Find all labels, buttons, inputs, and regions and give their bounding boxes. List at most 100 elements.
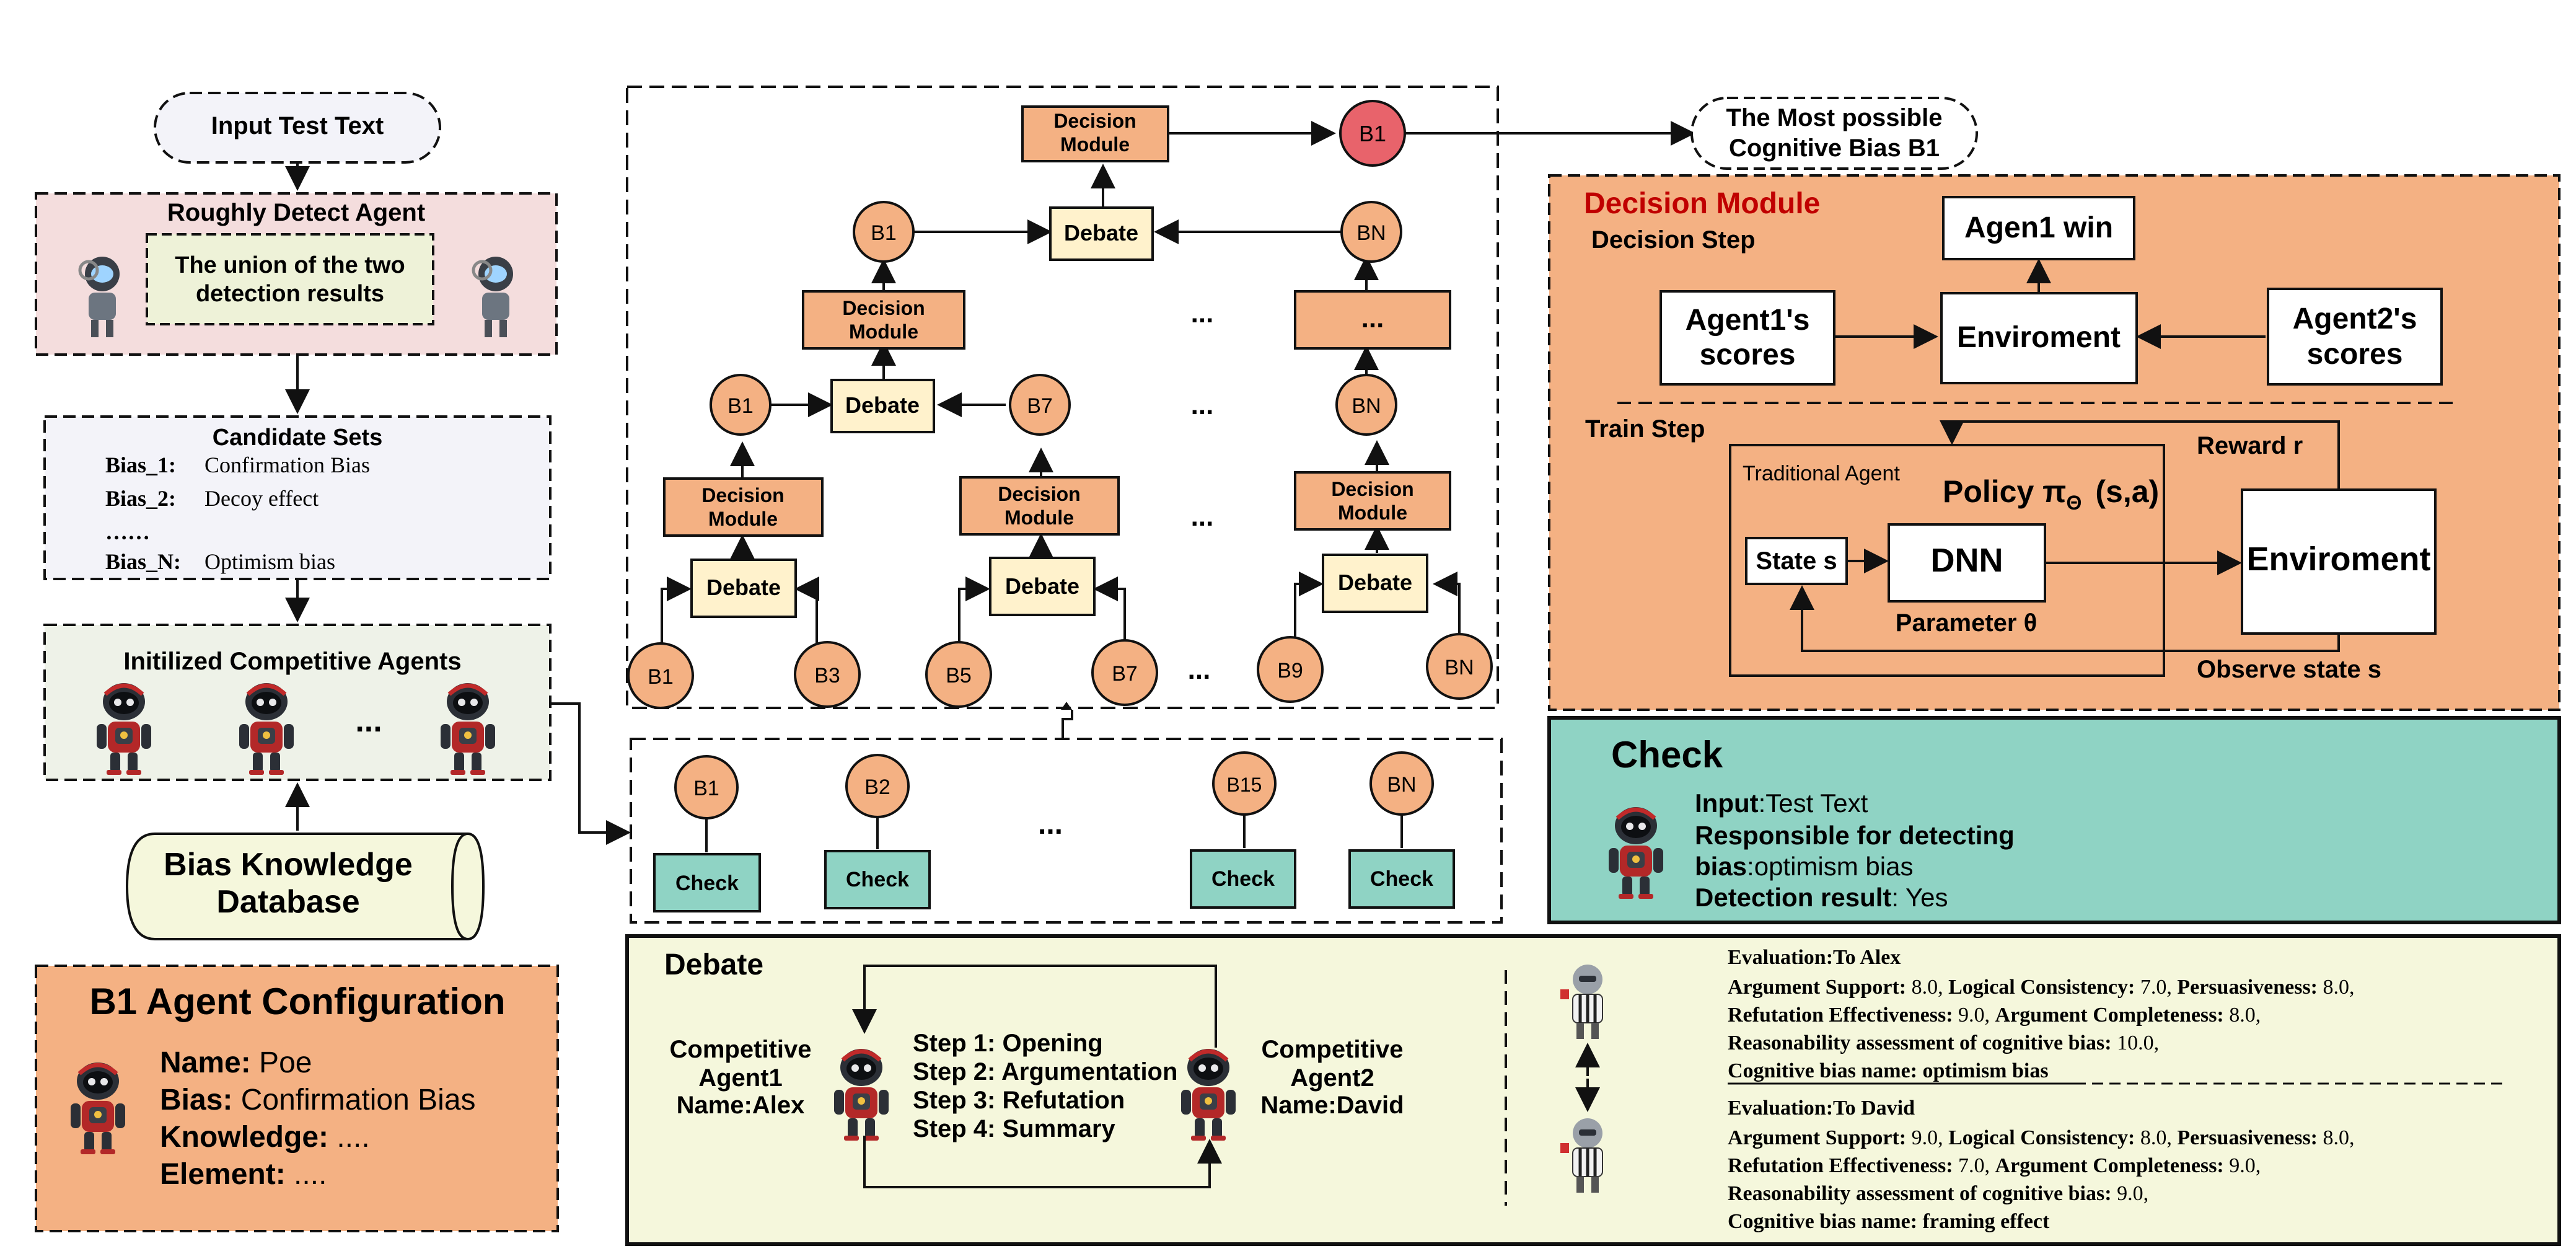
check-responsible-line: Responsible for detecting (1695, 821, 2015, 850)
leaf-b1: B1 (627, 642, 694, 709)
svg-text:Check: Check (675, 872, 739, 895)
check-input-line: Input:Test Text (1695, 789, 1868, 818)
debate-box-l0-3: Debate (1322, 554, 1428, 613)
eval2-line4: Cognitive bias name: framing effect (1728, 1210, 2050, 1233)
node-l3-bn: BN (1340, 201, 1402, 263)
policy-label: Policy πΘ(s,a) (1943, 474, 2159, 514)
traditional-agent-label: Traditional Agent (1743, 462, 1900, 485)
check-bias-line: bias:optimism bias (1695, 852, 1913, 881)
most-possible-bias-box: The Most possible Cognitive Bias B1 (1690, 97, 1978, 170)
svg-text:B3: B3 (814, 664, 840, 687)
tree-ellipsis-row2: ... (1191, 390, 1214, 420)
agent1-label-line2: Agent1 (698, 1064, 783, 1092)
debate-box-l2: Debate (830, 379, 935, 433)
agent1-scores-line1: Agent1's (1686, 304, 1810, 337)
svg-text:Module: Module (1060, 133, 1130, 156)
candidate-value-2: Decoy effect (204, 486, 319, 511)
svg-text:B1: B1 (728, 394, 754, 418)
check-node-b15: B15 Check (1190, 751, 1296, 909)
decision-module-l2-left: Decision Module (802, 290, 965, 350)
agents-ellipsis: ... (355, 703, 382, 739)
eval1-line3: Reasonability assessment of cognitive bi… (1728, 1031, 2159, 1054)
agent1-label-line3: Name:Alex (677, 1092, 805, 1119)
dnn-label: DNN (1931, 542, 2003, 579)
decision-module-title: Decision Module (1584, 187, 1820, 220)
candidate-sets-box: Candidate Sets Bias_1: Confirmation Bias… (43, 415, 552, 580)
agent2-label-line3: Name:David (1260, 1092, 1404, 1119)
knowledge-db-line1: Bias Knowledge (164, 847, 413, 883)
agent2-label-line2: Agent2 (1290, 1064, 1374, 1092)
knowledge-db-line2: Database (216, 884, 359, 920)
eval2-header: Evaluation:To David (1728, 1097, 1915, 1120)
svg-text:B1: B1 (1359, 121, 1386, 146)
decision-module-l2-right-collapsed: ... (1294, 290, 1451, 350)
leaf-bn: BN (1426, 633, 1493, 700)
tree-ellipsis-row1: ... (1191, 298, 1214, 329)
check-result-line: Detection result: Yes (1695, 883, 1948, 912)
svg-text:BN: BN (1356, 221, 1386, 245)
check-panel: Check Input:Test Text Responsible for de… (1547, 716, 2561, 924)
node-l2-bn: BN (1335, 374, 1397, 436)
tree-ellipsis-leaves: ... (1188, 655, 1211, 685)
candidate-key-2: Bias_2: (105, 486, 176, 511)
eval1-header: Evaluation:To Alex (1728, 946, 1901, 969)
reward-r-label: Reward r (2197, 432, 2303, 459)
decision-module-l1-3: Decision Module (1294, 471, 1451, 531)
agent2-label-line1: Competitive (1262, 1036, 1404, 1063)
svg-text:Decision: Decision (1331, 478, 1413, 500)
top-decision-module: Decision Module (1021, 105, 1169, 162)
top-result-node-b1: B1 (1339, 100, 1406, 167)
svg-text:BN: BN (1444, 656, 1474, 679)
competitive-agents-title: Initilized Competitive Agents (123, 648, 461, 675)
enviroment-label-top: Enviroment (1957, 321, 2121, 354)
b1-config-title: B1 Agent Configuration (89, 981, 505, 1022)
check-panel-title: Check (1611, 734, 1723, 775)
decision-module-l1-2: Decision Module (959, 476, 1120, 536)
tree-connectors (661, 121, 1695, 645)
debate-box-top: Debate (1049, 206, 1154, 261)
svg-text:Debate: Debate (1338, 570, 1412, 595)
svg-text:B1: B1 (648, 665, 674, 689)
check-node-b2: B2 Check (824, 754, 931, 909)
union-text-line1: The union of the two (175, 252, 405, 278)
svg-text:Debate: Debate (1005, 573, 1079, 599)
candidate-value-1: Confirmation Bias (204, 453, 370, 477)
input-test-text-label: Input Test Text (211, 112, 384, 139)
svg-text:B15: B15 (1227, 774, 1262, 796)
svg-text:Debate: Debate (1064, 220, 1138, 245)
b1-config-row-bias: Bias: Confirmation Bias (160, 1084, 476, 1116)
check-to-tree-connector (1062, 710, 1073, 739)
svg-text:Check: Check (1370, 867, 1433, 891)
parameter-theta-label: Parameter θ (1896, 609, 2037, 637)
agent1-label-line1: Competitive (670, 1036, 812, 1063)
debate-box-l0-2: Debate (989, 557, 1096, 616)
agent2-scores-line1: Agent2's (2293, 303, 2417, 335)
debate-panel-title: Debate (664, 948, 763, 981)
debate-step-4: Step 4: Summary (913, 1115, 1116, 1142)
svg-text:B5: B5 (946, 664, 972, 687)
svg-text:BN: BN (1352, 394, 1381, 418)
svg-text:B7: B7 (1027, 394, 1053, 418)
svg-text:BN: BN (1387, 773, 1416, 797)
svg-text:Debate: Debate (845, 392, 920, 418)
winner-label: Agen1 win (1964, 211, 2113, 244)
svg-text:B1: B1 (693, 777, 719, 800)
svg-text:Check: Check (1211, 867, 1275, 891)
eval2-line3: Reasonability assessment of cognitive bi… (1728, 1182, 2148, 1205)
agent2-scores-line2: scores (2307, 338, 2403, 371)
svg-text:The Most possible: The Most possible (1726, 104, 1943, 131)
state-s-label: State s (1756, 547, 1837, 575)
candidate-value-n: Optimism bias (204, 549, 335, 574)
leaf-b3: B3 (794, 641, 861, 708)
agent1-scores-line2: scores (1700, 338, 1796, 371)
b1-config-row-name: Name: Poe (160, 1046, 312, 1079)
debate-box-l0-1: Debate (690, 559, 797, 618)
node-l3-b1: B1 (853, 201, 915, 263)
check-node-bn: BN Check (1348, 751, 1455, 909)
check-row-ellipsis: ... (1038, 808, 1063, 841)
candidate-ellipsis: …… (105, 519, 150, 544)
node-l2-b7: B7 (1009, 374, 1071, 436)
svg-text:Decision: Decision (1053, 110, 1136, 132)
decision-module-l1-1: Decision Module (663, 477, 824, 537)
